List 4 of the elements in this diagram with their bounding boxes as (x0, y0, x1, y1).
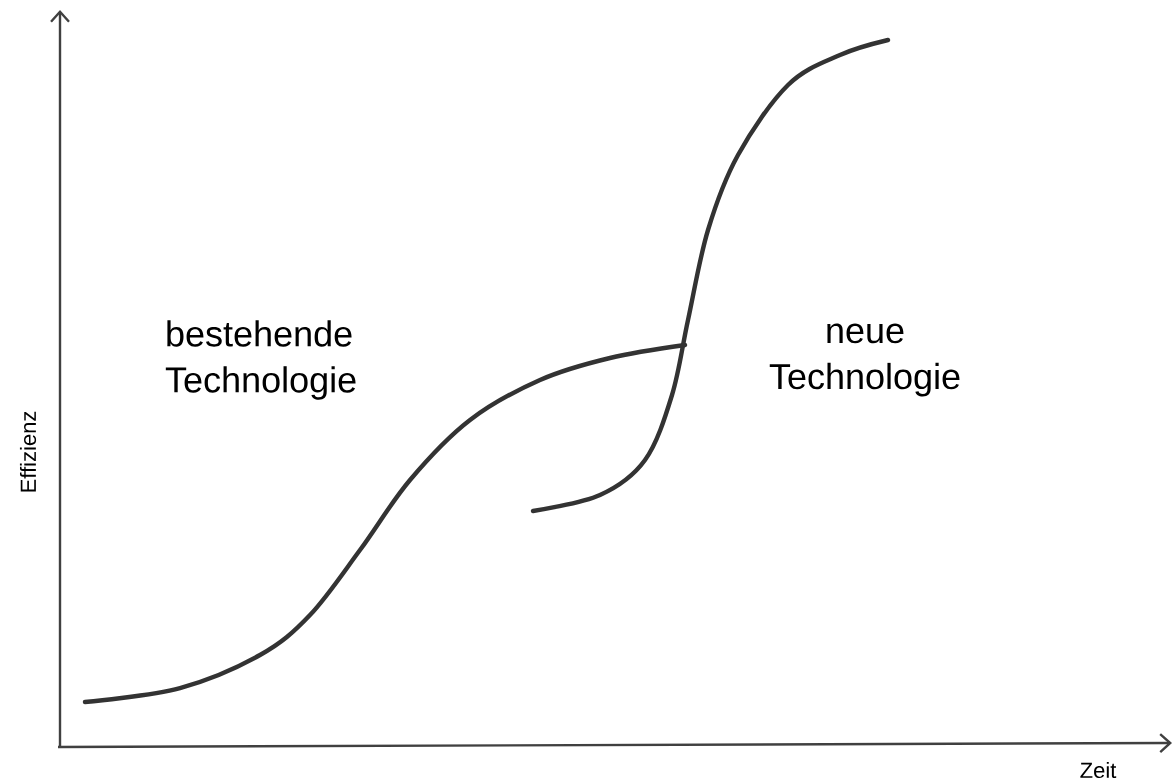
axis-label: Effizienz (19, 411, 37, 492)
axis-label: Zeit (1080, 761, 1117, 779)
curve-label: neue Technologie (769, 323, 960, 397)
curve-label: bestehende Technologie (165, 320, 356, 400)
